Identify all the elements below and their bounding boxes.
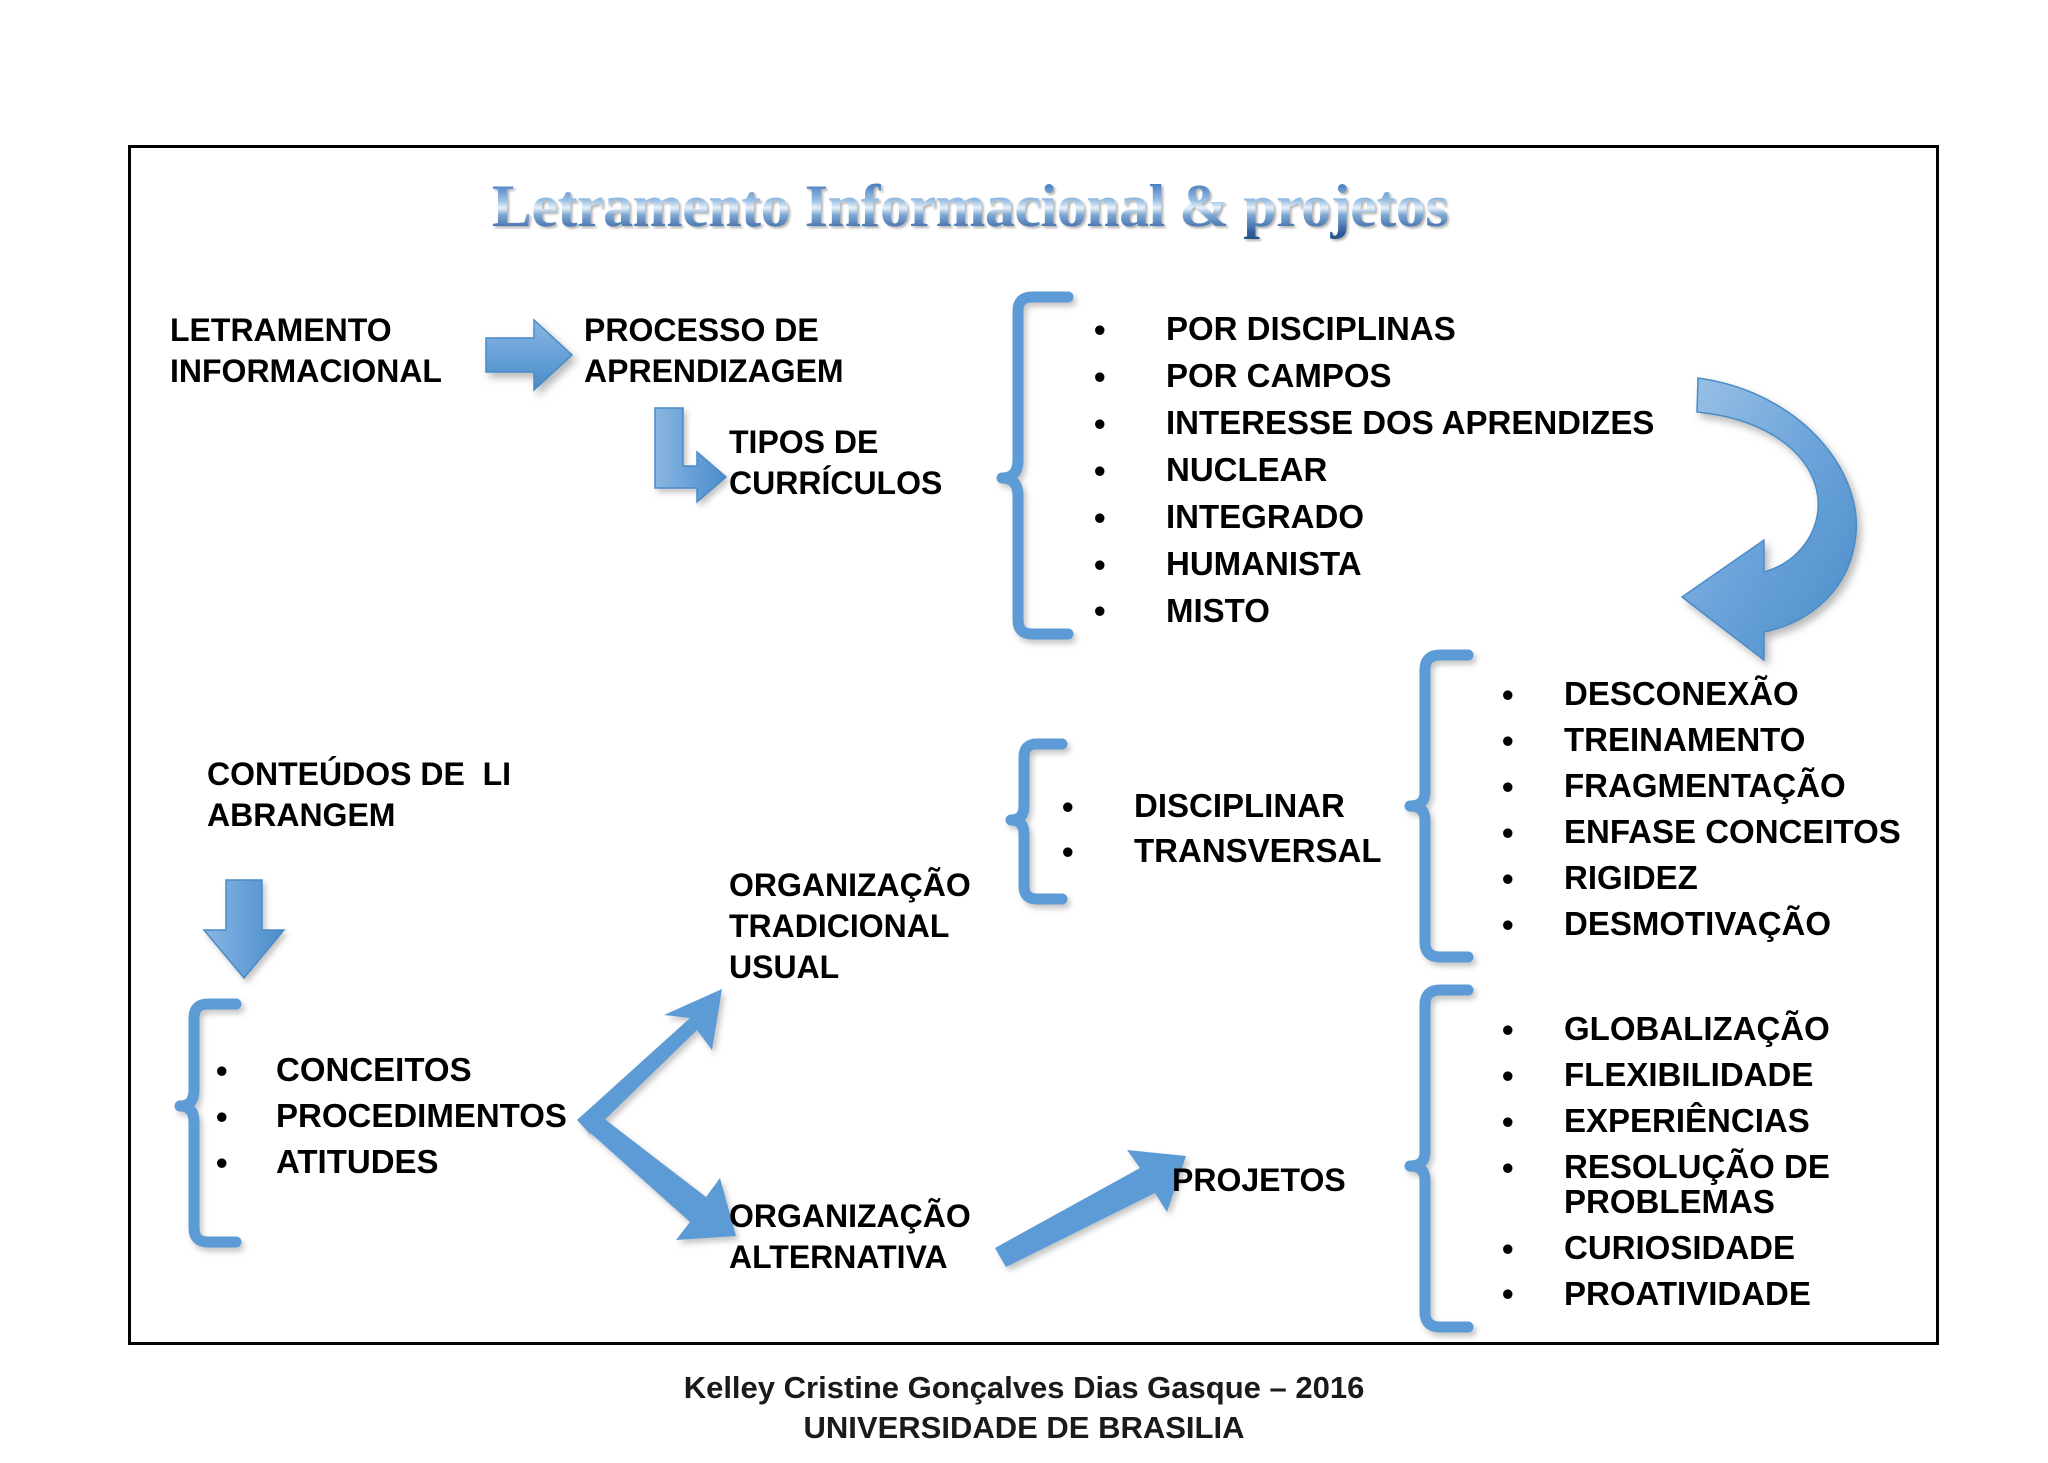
footer-institution: UNIVERSIDADE DE BRASILIA [803, 1409, 1245, 1445]
list-item-label: PROCEDIMENTOS [276, 1096, 567, 1134]
list-item: • EXPERIÊNCIAS [1502, 1101, 1830, 1140]
list-item-label: PROATIVIDADE [1564, 1274, 1811, 1312]
bullet-icon: • [1062, 787, 1074, 825]
bullet-icon: • [216, 1143, 228, 1181]
bullet-icon: • [1094, 357, 1106, 395]
list-tradicional-efeitos: • DESCONEXÃO • TREINAMENTO • FRAGMENTAÇÃO • ENF… [1502, 675, 1901, 953]
list-item-label: DESCONEXÃO [1564, 675, 1799, 712]
list-item: • FLEXIBILIDADE [1502, 1055, 1830, 1094]
list-item: • ATITUDES [216, 1142, 567, 1181]
list-item: • CONCEITOS [216, 1051, 567, 1089]
list-item: • FRAGMENTAÇÃO [1502, 766, 1901, 805]
list-item-label: ATITUDES [276, 1142, 439, 1180]
list-item-label: CURIOSIDADE [1564, 1228, 1796, 1266]
list-item-label: DISCIPLINAR [1134, 787, 1345, 824]
bullet-icon: • [1502, 1102, 1514, 1140]
list-tipos-curriculos: • POR DISCIPLINAS • POR CAMPOS • INTERESSE DO… [1094, 310, 1655, 641]
list-item-label: CONCEITOS [276, 1051, 472, 1088]
list-item: • MISTO [1094, 591, 1654, 630]
list-item-label: TRANSVERSAL [1134, 831, 1382, 869]
bullet-icon: • [1502, 1056, 1514, 1094]
list-item: • RESOLUÇÃO DE PROBLEMAS [1502, 1147, 1830, 1220]
bullet-icon: • [1062, 832, 1074, 870]
bullet-icon: • [1094, 310, 1106, 348]
list-item: • RIGIDEZ [1502, 858, 1901, 897]
list-item: • POR DISCIPLINAS [1094, 310, 1654, 348]
list-item-label: FLEXIBILIDADE [1564, 1055, 1814, 1093]
footer-credits: Kelley Cristine Gonçalves Dias Gasque – … [0, 1368, 2048, 1447]
bullet-icon: • [1502, 721, 1514, 759]
bullet-icon: • [1502, 767, 1514, 805]
list-item: • ENFASE CONCEITOS [1502, 812, 1901, 851]
list-item-label: DESMOTIVAÇÃO [1564, 904, 1832, 942]
bullet-icon: • [216, 1051, 228, 1089]
list-item-label: RESOLUÇÃO DE PROBLEMAS [1564, 1147, 1830, 1220]
list-abordagens: • DISCIPLINAR • TRANSVERSAL [1062, 787, 1382, 879]
node-letramento-informacional: LETRAMENTO INFORMACIONAL [170, 312, 442, 389]
bullet-icon: • [216, 1097, 228, 1135]
list-projetos-efeitos: • GLOBALIZAÇÃO • FLEXIBILIDADE • EXPERIÊNCIAS… [1502, 1010, 1830, 1323]
list-item-label: POR CAMPOS [1166, 356, 1392, 394]
bullet-icon: • [1502, 1010, 1514, 1048]
list-item-label: ENFASE CONCEITOS [1564, 812, 1901, 850]
list-item-label: NUCLEAR [1166, 450, 1328, 488]
list-item: • GLOBALIZAÇÃO [1502, 1010, 1830, 1048]
list-item: • INTEGRADO [1094, 497, 1654, 536]
bullet-icon: • [1502, 1275, 1514, 1313]
bullet-icon: • [1094, 545, 1106, 583]
list-item: • TREINAMENTO [1502, 720, 1901, 759]
list-item: • TRANSVERSAL [1062, 831, 1382, 870]
bullet-icon: • [1094, 592, 1106, 630]
node-tipos-curriculos: TIPOS DE CURRÍCULOS [729, 424, 943, 501]
list-item-label: POR DISCIPLINAS [1166, 310, 1456, 347]
node-projetos: PROJETOS [1172, 1162, 1346, 1198]
list-item: • DESCONEXÃO [1502, 675, 1901, 713]
node-organizacao-tradicional: ORGANIZAÇÃO TRADICIONAL USUAL [729, 867, 971, 985]
list-conteudos-li: • CONCEITOS • PROCEDIMENTOS • ATITUDES [216, 1051, 567, 1191]
list-item-label: EXPERIÊNCIAS [1564, 1101, 1810, 1139]
bullet-icon: • [1502, 905, 1514, 943]
node-processo-aprendizagem: PROCESSO DE APRENDIZAGEM [584, 312, 844, 389]
list-item: • INTERESSE DOS APRENDIZES [1094, 403, 1655, 442]
footer-author: Kelley Cristine Gonçalves Dias Gasque – … [683, 1370, 1365, 1405]
list-item-label: MISTO [1166, 591, 1270, 629]
page-title: Letramento Informacional & projetos [380, 172, 1560, 241]
bullet-icon: • [1502, 1229, 1514, 1267]
bullet-icon: • [1502, 1148, 1514, 1186]
list-item: • PROCEDIMENTOS [216, 1096, 567, 1135]
node-conteudos-li: CONTEÚDOS DE LI ABRANGEM [207, 756, 512, 833]
list-item: • DESMOTIVAÇÃO [1502, 904, 1901, 943]
list-item-label: GLOBALIZAÇÃO [1564, 1010, 1830, 1047]
list-item-label: INTEGRADO [1166, 497, 1364, 535]
bullet-icon: • [1502, 813, 1514, 851]
footer-clip: Kelley Cristine Gonçalves Dias Gasque – … [0, 1368, 2048, 1463]
list-item: • PROATIVIDADE [1502, 1274, 1830, 1313]
list-item-label: HUMANISTA [1166, 544, 1362, 582]
list-item-label: RIGIDEZ [1564, 858, 1698, 896]
list-item: • HUMANISTA [1094, 544, 1654, 583]
list-item: • DISCIPLINAR [1062, 787, 1382, 825]
list-item-label: INTERESSE DOS APRENDIZES [1166, 403, 1655, 441]
bullet-icon: • [1502, 675, 1514, 713]
list-item: • POR CAMPOS [1094, 356, 1654, 395]
list-item-label: TREINAMENTO [1564, 720, 1806, 758]
node-organizacao-alternativa: ORGANIZAÇÃO ALTERNATIVA [729, 1198, 971, 1275]
list-item: • NUCLEAR [1094, 450, 1654, 489]
bullet-icon: • [1502, 859, 1514, 897]
list-item: • CURIOSIDADE [1502, 1228, 1830, 1267]
bullet-icon: • [1094, 451, 1106, 489]
bullet-icon: • [1094, 498, 1106, 536]
bullet-icon: • [1094, 404, 1106, 442]
list-item-label: FRAGMENTAÇÃO [1564, 766, 1846, 804]
